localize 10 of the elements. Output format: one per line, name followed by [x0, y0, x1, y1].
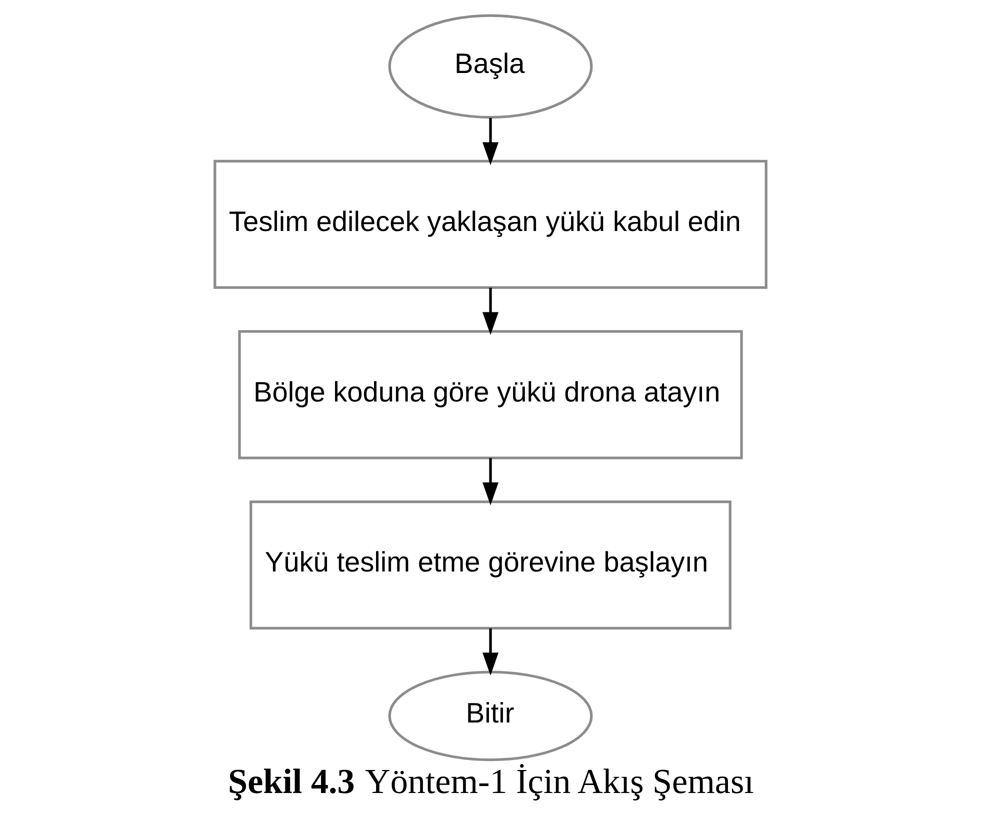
node-ellipse: Başla — [388, 14, 593, 119]
arrow — [482, 458, 498, 506]
node-box: Bölge koduna göre yükü drona atayın — [238, 330, 743, 460]
arrow — [482, 118, 498, 166]
arrow — [482, 288, 498, 335]
caption: Şekil 4.3 Yöntem-1 İçin Akış Şeması — [228, 762, 754, 802]
node-ellipse: Bitir — [388, 670, 593, 762]
node-box: Teslim edilecek yaklaşan yükü kabul edin — [214, 160, 768, 289]
arrow — [482, 628, 498, 676]
node-box: Yükü teslim etme görevine başlayın — [250, 500, 732, 630]
